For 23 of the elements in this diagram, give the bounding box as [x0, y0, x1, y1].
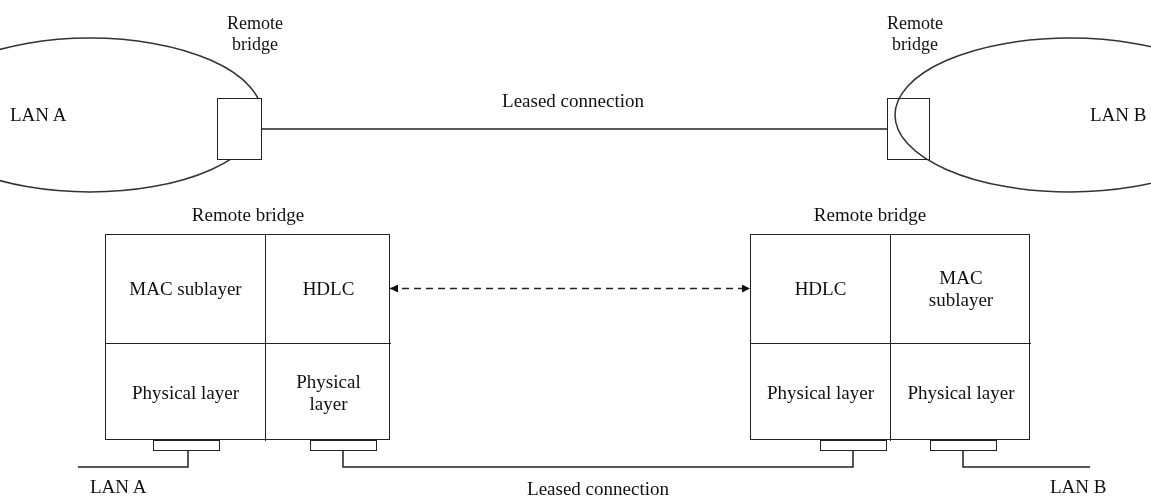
- bridge-label: Remote bridge: [226, 13, 284, 55]
- protocol-layer: MAC sublayer: [891, 235, 1031, 344]
- protocol-layer: Physical layer: [266, 344, 391, 441]
- bridge-label: Remote bridge: [886, 13, 944, 55]
- protocol-layer: MAC sublayer: [106, 235, 266, 344]
- connection-line: [261, 128, 888, 130]
- connector-port: [310, 440, 377, 451]
- connector-port: [153, 440, 220, 451]
- bridge-label: Remote bridge: [190, 204, 306, 226]
- connection-line: [342, 450, 854, 468]
- double-arrow: [389, 284, 751, 293]
- lan-label: LAN A: [10, 104, 67, 126]
- lan-label: LAN A: [90, 476, 147, 498]
- lan-label: LAN B: [1090, 104, 1147, 126]
- protocol-layer: HDLC: [751, 235, 891, 344]
- lan-label: LAN B: [1050, 476, 1107, 498]
- bridge-label: Remote bridge: [812, 204, 928, 226]
- protocol-layer: HDLC: [266, 235, 391, 344]
- connector-port: [930, 440, 997, 451]
- protocol-layer: Physical layer: [891, 344, 1031, 441]
- connector-port: [820, 440, 887, 451]
- connection-line: [77, 450, 189, 468]
- connection-line: [962, 450, 1091, 468]
